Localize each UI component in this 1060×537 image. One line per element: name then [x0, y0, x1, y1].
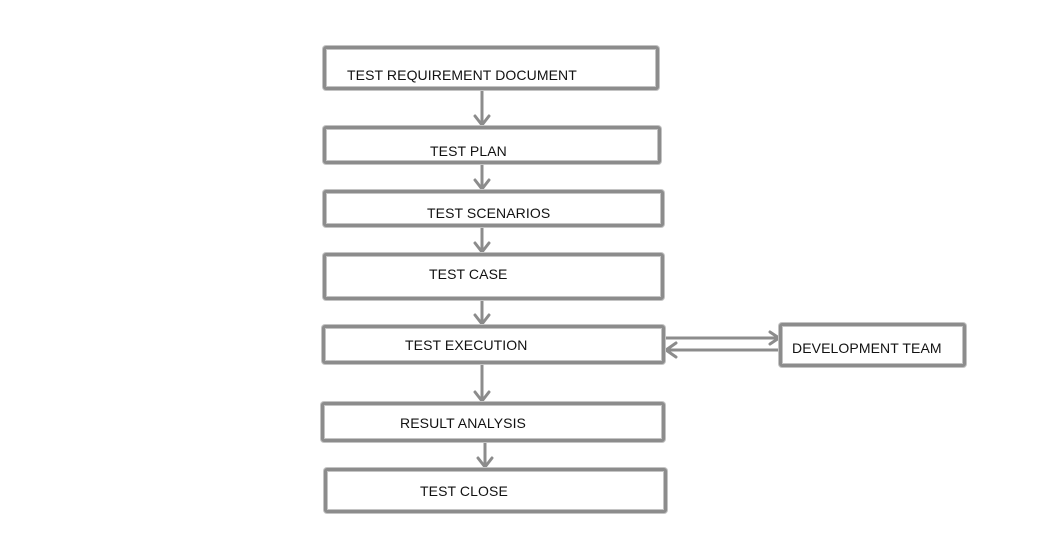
step-label: TEST PLAN	[430, 143, 507, 159]
step-label: TEST SCENARIOS	[427, 205, 551, 221]
step-label: TEST CLOSE	[420, 483, 508, 499]
development-team-box: DEVELOPMENT TEAM	[779, 323, 966, 367]
step-label: TEST REQUIREMENT DOCUMENT	[347, 67, 577, 83]
arrow-case-to-execution	[473, 298, 491, 326]
step-box-test-plan: TEST PLAN	[323, 126, 661, 164]
step-label: TEST CASE	[429, 266, 508, 282]
arrow-execution-to-development-team	[663, 330, 781, 346]
arrow-development-team-to-execution	[664, 341, 780, 359]
arrow-scenarios-to-case	[473, 225, 491, 254]
arrow-plan-to-scenarios	[473, 162, 491, 191]
step-box-test-scenarios: TEST SCENARIOS	[323, 190, 664, 227]
step-box-test-execution: TEST EXECUTION	[322, 325, 665, 364]
arrow-requirement-to-plan	[473, 88, 491, 127]
step-box-result-analysis: RESULT ANALYSIS	[321, 402, 665, 442]
arrow-execution-to-analysis	[473, 362, 491, 403]
step-box-test-close: TEST CLOSE	[324, 468, 667, 513]
development-team-label: DEVELOPMENT TEAM	[792, 340, 942, 356]
arrow-analysis-to-close	[476, 440, 494, 469]
step-label: TEST EXECUTION	[405, 337, 528, 353]
step-box-test-case: TEST CASE	[323, 253, 664, 300]
step-label: RESULT ANALYSIS	[400, 415, 526, 431]
step-box-test-requirement-document: TEST REQUIREMENT DOCUMENT	[323, 46, 659, 90]
